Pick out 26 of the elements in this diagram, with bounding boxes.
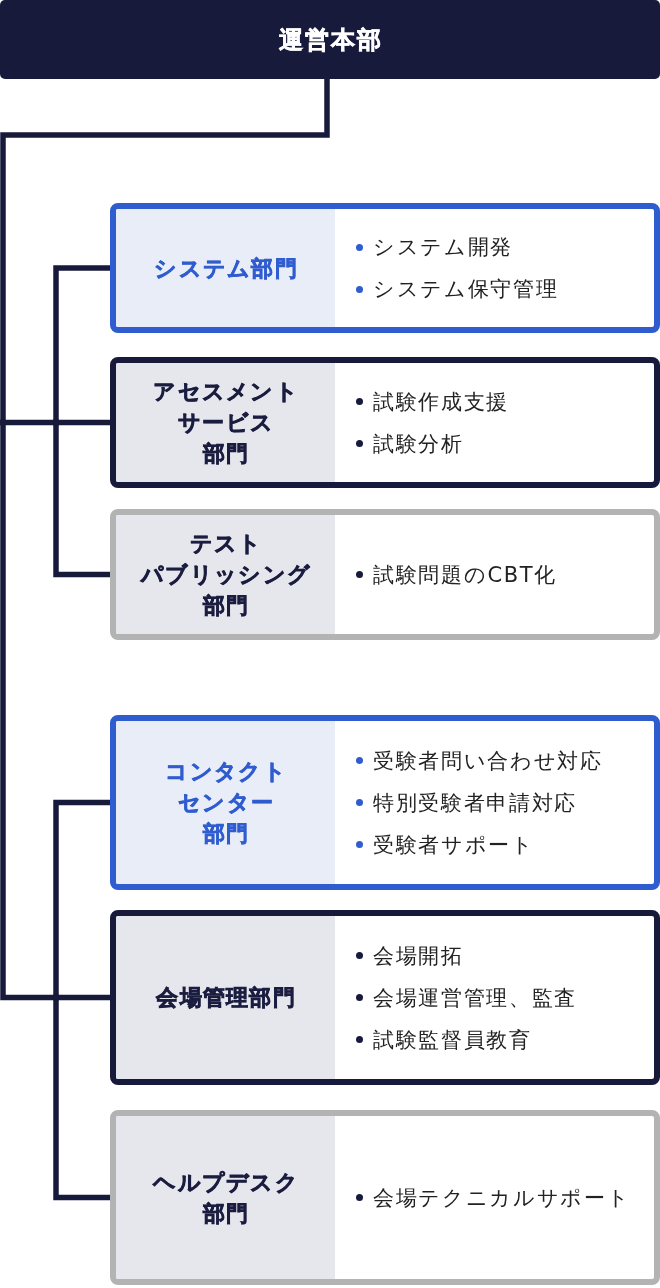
department-name: テストパブリッシング部門 [139, 530, 312, 620]
department-card [110, 509, 660, 640]
department-card [110, 357, 660, 488]
department-card [110, 910, 660, 1085]
department-card [110, 1110, 660, 1285]
headquarters-name: 運営本部 [278, 24, 383, 56]
duty-item: システム開発 [373, 234, 514, 261]
duty-item: 会場運営管理、監査 [373, 984, 578, 1012]
department-name: アセスメントサービス部門 [152, 378, 300, 468]
department-card [110, 203, 660, 333]
duty-item: 受験者サポート [373, 831, 535, 859]
duty-item: 試験分析 [373, 430, 464, 458]
department-name: ヘルプデスク部門 [151, 1168, 300, 1228]
duty-item: 試験監督員教育 [373, 1026, 532, 1054]
duty-item: 会場テクニカルサポート [373, 1184, 631, 1212]
duty-item: 特別受験者申請対応 [373, 789, 578, 817]
duty-item: 試験作成支援 [373, 388, 510, 416]
department-name: 会場管理部門 [155, 984, 297, 1012]
department-name: コンタクトセンター部門 [164, 758, 287, 848]
duty-item: 受験者問い合わせ対応 [373, 747, 603, 775]
duty-item: 試験問題のCBT化 [373, 561, 558, 589]
duty-item: 会場開拓 [373, 942, 464, 970]
headquarters-box [0, 0, 660, 79]
department-card [110, 715, 660, 890]
duty-item: システム保守管理 [373, 276, 559, 303]
department-name: システム部門 [153, 254, 299, 283]
